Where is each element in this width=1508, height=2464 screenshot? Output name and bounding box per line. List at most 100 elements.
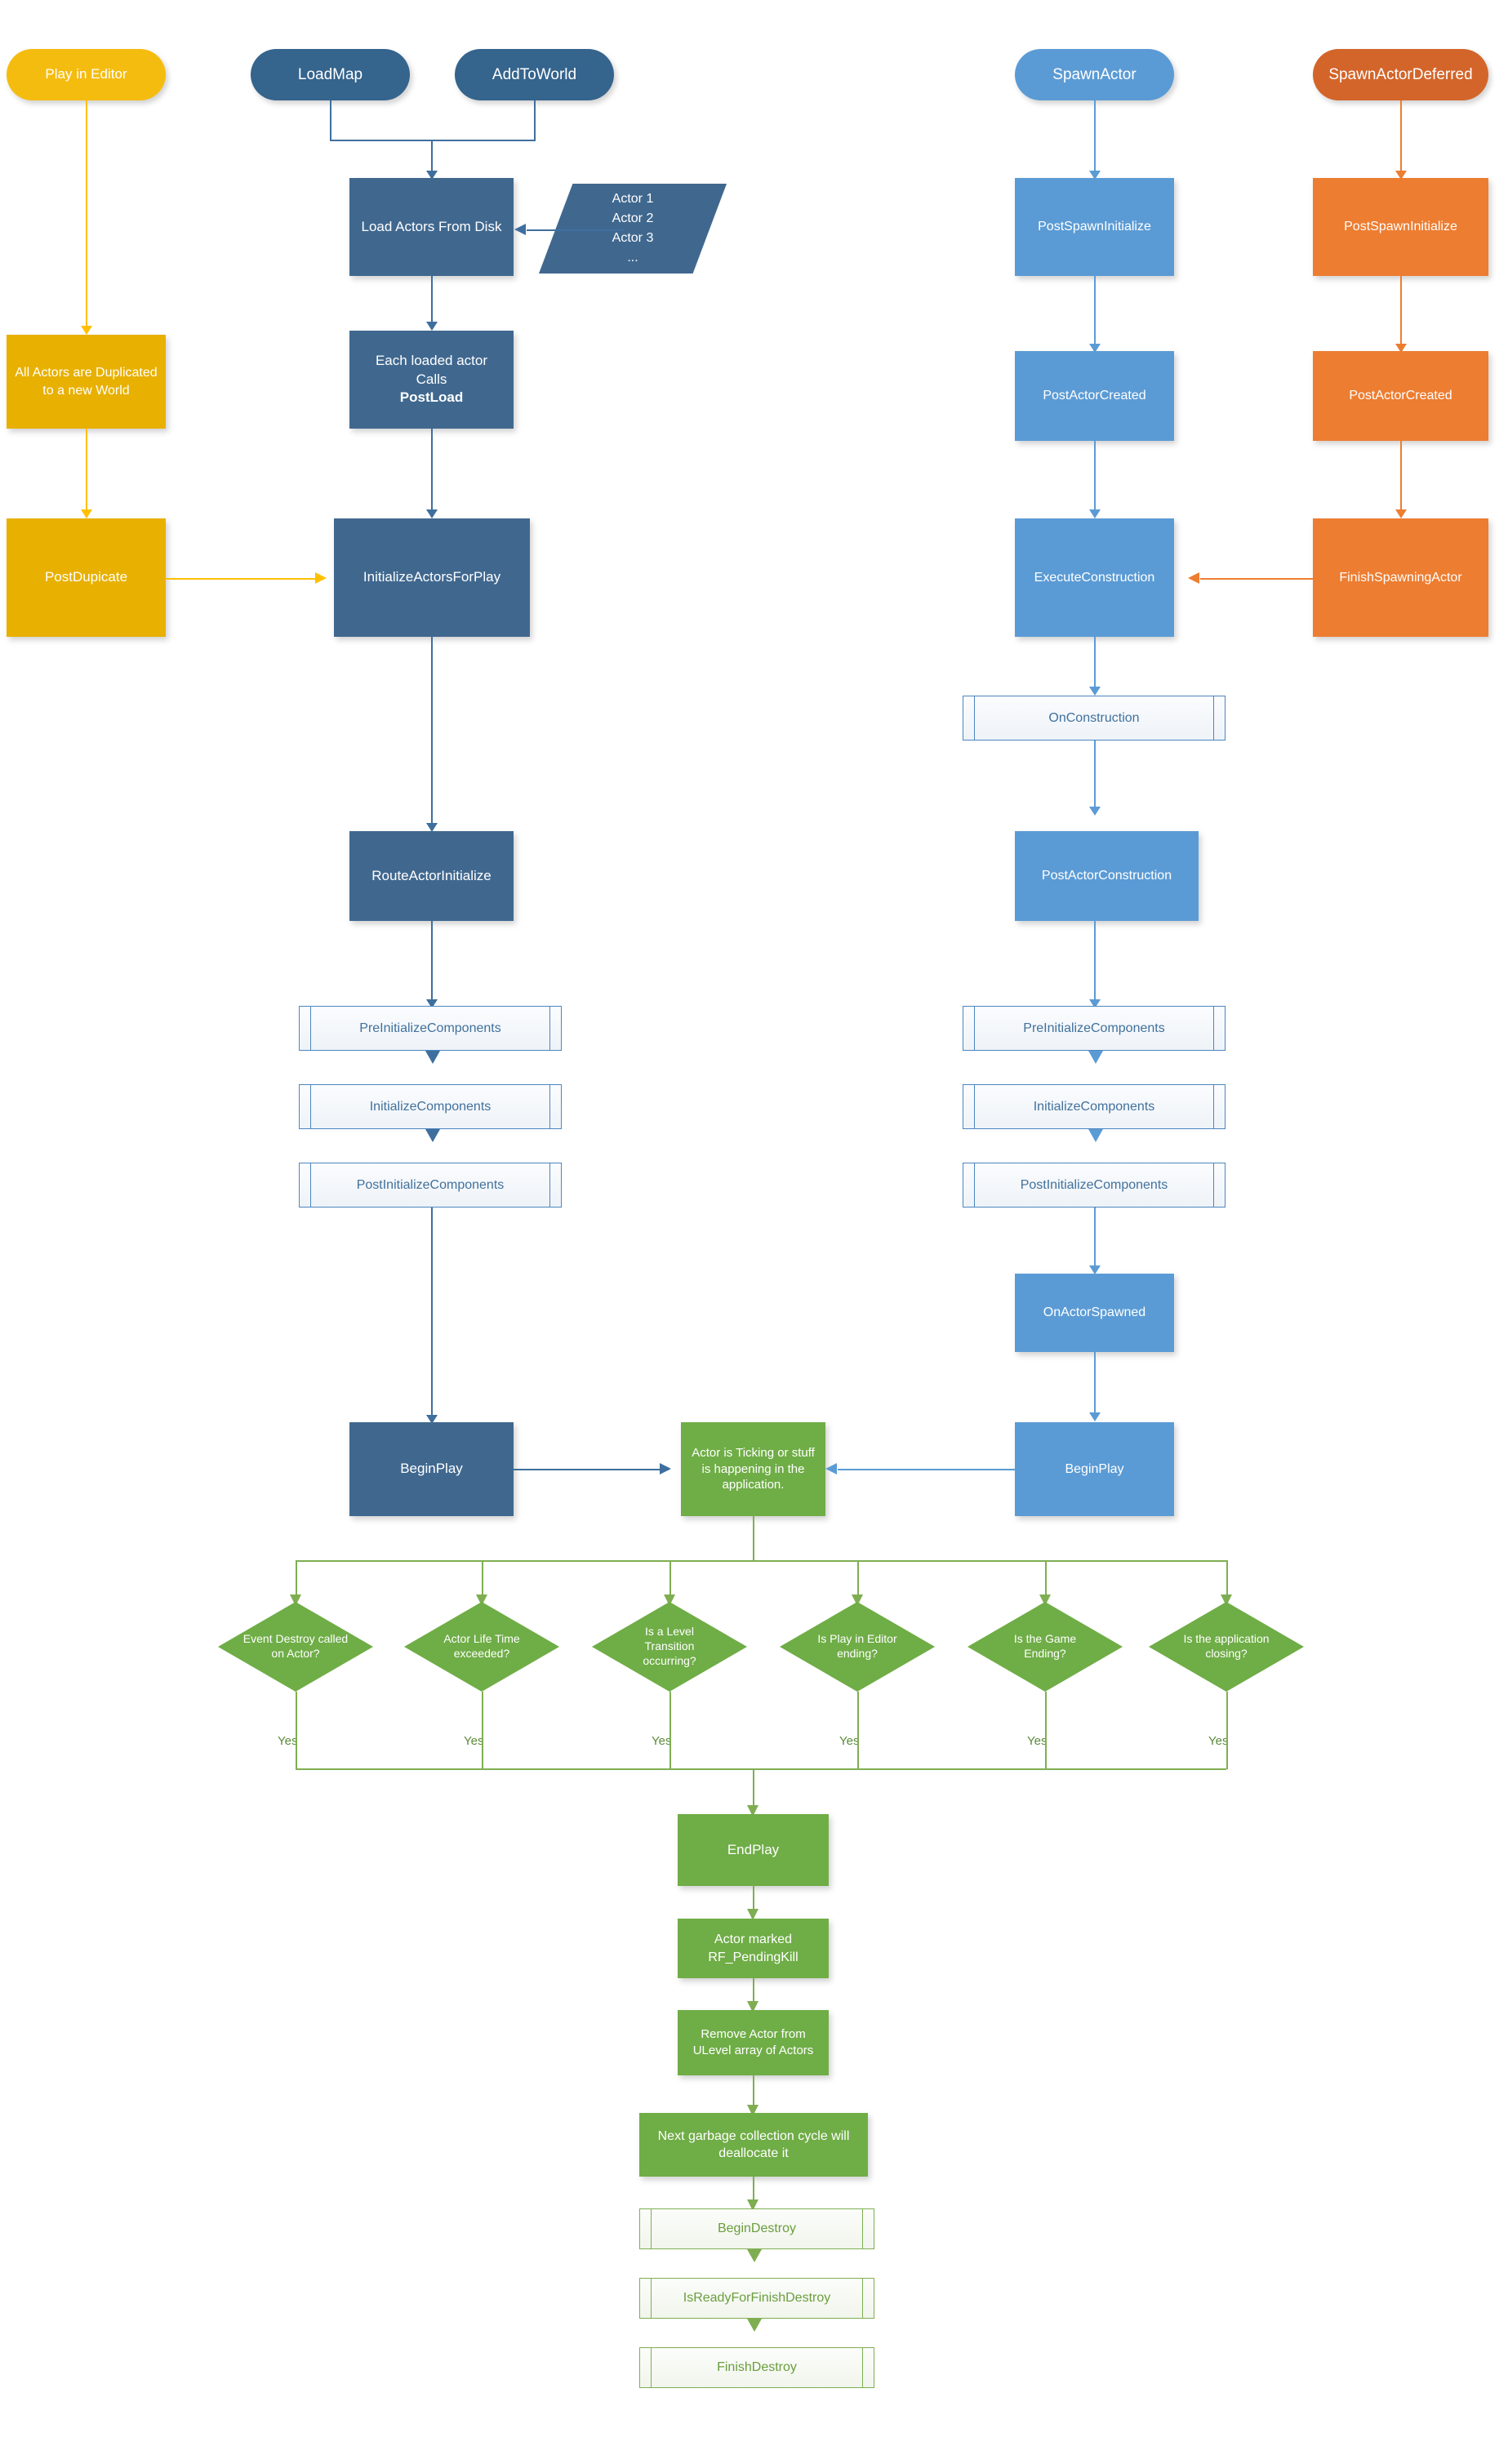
node-label: PostSpawnInitialize [1344,220,1457,234]
connector-join-bar [330,140,536,141]
node-label: OnActorSpawned [1043,1305,1146,1320]
arrowhead-to-onconstruction [1089,687,1101,696]
node-initializecomponents-right[interactable]: InitializeComponents [963,1084,1226,1129]
connector-postspawninit-down [1094,276,1096,347]
arrowhead-to-initactors [426,509,438,518]
decision-play-in-editor-ending[interactable]: Is Play in Editor ending? [780,1602,935,1692]
arrowhead-drop-2 [476,1594,487,1606]
arrowhead-drop-4 [852,1594,863,1606]
connector-initactors-down [431,637,433,826]
node-label: BeginPlay [1065,1461,1124,1476]
node-initializecomponents-left[interactable]: InitializeComponents [299,1084,562,1129]
node-load-actors-from-disk[interactable]: Load Actors From Disk [349,178,514,276]
decision-actor-lifetime[interactable]: Actor Life Time exceeded? [404,1602,559,1692]
connector-endplay-down [753,1886,754,1913]
connector-loadmap-down [330,100,331,140]
node-beginplay-right[interactable]: BeginPlay [1015,1422,1174,1516]
connector-beginplay-left-to-ticking [514,1469,669,1470]
arrowhead-isready-to-finishdestroy [747,2319,762,2332]
connector-beginplay-right-to-ticking [838,1469,1015,1470]
node-each-loaded-actor-postload[interactable]: Each loaded actor Calls PostLoad [349,331,514,429]
node-label: AddToWorld [492,65,577,83]
connector-onconstruction-down [1094,741,1096,810]
node-postactorcreated-spawn[interactable]: PostActorCreated [1015,351,1174,441]
node-play-in-editor[interactable]: Play in Editor [7,49,166,100]
node-label: PostSpawnInitialize [1038,220,1151,234]
node-preinitializecomponents-left[interactable]: PreInitializeComponents [299,1006,562,1051]
parallelogram-shape [539,184,727,274]
arrowhead-to-postload [426,322,438,331]
connector-postactorconstruction-down [1094,921,1096,1003]
node-postactorconstruction[interactable]: PostActorConstruction [1015,831,1199,921]
node-label: InitializeActorsForPlay [363,569,501,585]
node-postinitializecomponents-left[interactable]: PostInitializeComponents [299,1163,562,1208]
arrowhead-to-postspawninit [1089,171,1101,180]
decision-game-ending[interactable]: Is the Game Ending? [968,1602,1123,1692]
node-label: PostInitializeComponents [356,1177,505,1192]
connector-drop-2 [482,1560,483,1599]
arrowhead-to-preinit-right [1089,999,1101,1008]
node-finishspawningactor[interactable]: FinishSpawningActor [1313,518,1488,637]
node-label: EndPlay [727,1841,780,1857]
node-beginplay-left[interactable]: BeginPlay [349,1422,514,1516]
node-postinitializecomponents-right[interactable]: PostInitializeComponents [963,1163,1226,1208]
arrowhead-to-postactorconstruction [1089,807,1101,816]
node-loadmap[interactable]: LoadMap [251,49,410,100]
decision-event-destroy[interactable]: Event Destroy called on Actor? [218,1602,373,1692]
node-garbage-collection[interactable]: Next garbage collection cycle will deall… [639,2113,868,2177]
decision-level-transition[interactable]: Is a Level Transition occurring? [592,1602,747,1692]
connector-postinit-to-beginplay-left [431,1208,433,1418]
connector-gc-down [753,2177,754,2204]
connector-finishspawning-to-executeconstruction [1200,578,1314,580]
node-onactorspawned[interactable]: OnActorSpawned [1015,1274,1174,1352]
connector-merge-1 [296,1692,297,1769]
node-spawnactordeferred[interactable]: SpawnActorDeferred [1313,49,1488,100]
node-isreadyforfinishdestroy[interactable]: IsReadyForFinishDestroy [639,2278,874,2319]
node-label: BeginDestroy [717,2222,797,2235]
arrowhead-to-executeconstruction [1089,509,1101,518]
arrowhead-ticking-from-right [825,1463,837,1474]
node-onconstruction[interactable]: OnConstruction [963,696,1226,741]
node-postdupicate[interactable]: PostDupicate [7,518,166,637]
arrowhead-ticking-from-left [660,1463,671,1474]
node-label: PostActorCreated [1349,389,1452,403]
node-label: Each loaded actor Calls PostLoad [349,352,514,407]
connector-postduplicate-right [166,578,317,580]
node-begindestroy[interactable]: BeginDestroy [639,2208,874,2249]
node-label: InitializeComponents [1033,1099,1155,1114]
decision-application-closing[interactable]: Is the application closing? [1149,1602,1304,1692]
node-actor-marked-pendingkill[interactable]: Actor marked RF_PendingKill [678,1919,829,1978]
node-label: LoadMap [297,65,363,83]
arrowhead-drop-6 [1221,1594,1232,1606]
node-actor-list[interactable]: Actor 1 Actor 2 Actor 3 ... [539,184,727,274]
node-executeconstruction[interactable]: ExecuteConstruction [1015,518,1174,637]
decision-label: Is Play in Editor ending? [817,1632,897,1660]
connector-drop-5 [1045,1560,1047,1599]
connector-ticking-down [753,1516,754,1561]
node-initializeactorsforplay[interactable]: InitializeActorsForPlay [334,518,530,637]
node-postspawninitialize-deferred[interactable]: PostSpawnInitialize [1313,178,1488,276]
node-routeactorinitialize[interactable]: RouteActorInitialize [349,831,514,921]
node-remove-actor-ulevel[interactable]: Remove Actor from ULevel array of Actors [678,2010,829,2075]
arrowhead-to-onactorspawned [1089,1265,1101,1274]
arrowhead-to-duplicated [81,326,92,335]
arrowhead-to-postactorcreated [1089,344,1101,353]
node-finishdestroy[interactable]: FinishDestroy [639,2347,874,2388]
node-label: BeginPlay [400,1461,463,1477]
connector-drop-6 [1226,1560,1228,1599]
decision-label: Event Destroy called on Actor? [242,1632,349,1660]
node-postspawninitialize-spawn[interactable]: PostSpawnInitialize [1015,178,1174,276]
arrowhead-to-beginplay-right [1089,1412,1101,1421]
node-label: RouteActorInitialize [371,867,492,883]
node-actor-ticking[interactable]: Actor is Ticking or stuff is happening i… [681,1422,825,1516]
node-spawnactor[interactable]: SpawnActor [1015,49,1174,100]
node-addtoworld[interactable]: AddToWorld [455,49,614,100]
arrowhead-drop-3 [664,1594,675,1606]
connector-actorlist-to-load [527,229,625,231]
connector-merge-to-endplay [753,1768,754,1808]
node-endplay[interactable]: EndPlay [678,1814,829,1886]
node-postactorcreated-deferred[interactable]: PostActorCreated [1313,351,1488,441]
connector-postinit-to-onactorspawned [1094,1208,1096,1269]
node-all-actors-duplicated[interactable]: All Actors are Duplicated to a new World [7,335,166,429]
node-preinitializecomponents-right[interactable]: PreInitializeComponents [963,1006,1226,1051]
